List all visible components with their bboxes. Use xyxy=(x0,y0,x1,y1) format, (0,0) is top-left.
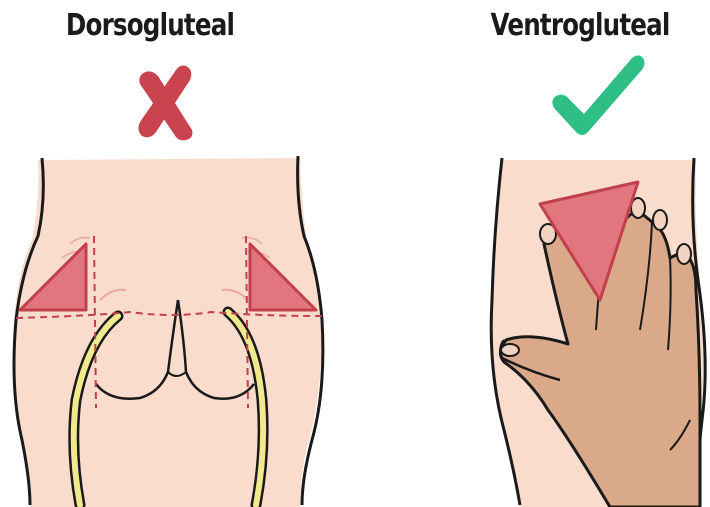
buttocks-figure xyxy=(13,156,323,507)
check-mark-icon xyxy=(552,55,644,135)
cross-mark-icon xyxy=(138,66,192,141)
